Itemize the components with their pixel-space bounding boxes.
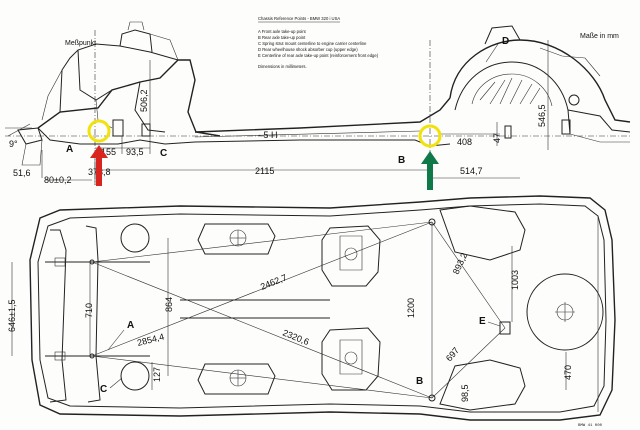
side-point-d: D: [502, 36, 509, 47]
dim-98: 98,5: [460, 384, 470, 402]
dim-155: 155: [101, 147, 116, 157]
dim-1200: 1200: [406, 298, 416, 318]
side-point-c: C: [160, 148, 167, 159]
dim-2115: 2115: [255, 166, 274, 176]
dim-864: 864: [164, 297, 174, 312]
dim-1003: 1003: [510, 270, 520, 290]
dim-646: 646±1,5: [7, 300, 17, 332]
side-point-a: A: [66, 144, 73, 155]
dim-546-5: 546,5: [537, 104, 547, 127]
legend-title: Chassis Reference Points - BMW 320 i USA: [258, 16, 340, 21]
green-arrow-icon: [421, 151, 439, 190]
legend-item-d: D Rear wheelhouse shock absorber cup (up…: [258, 47, 358, 52]
legend-item-a: A Front axle take-up point: [258, 29, 307, 34]
plan-point-e: E: [479, 316, 486, 327]
units-label: Maße in mm: [580, 33, 619, 40]
dim-514-7: 514,7: [460, 166, 483, 176]
dim-5h: - 5 H: [258, 130, 278, 140]
dim-2320: 2320,6: [281, 328, 310, 348]
dim-710: 710: [84, 303, 94, 318]
dim-2462: 2462,7: [259, 272, 288, 292]
plan-point-b: B: [416, 376, 423, 387]
legend-item-b: B Rear axle take-up point: [258, 35, 306, 40]
dim-51-6: 51,6: [13, 168, 31, 178]
legend-item-c: C Spring strut mount centerline to engin…: [258, 41, 367, 46]
plan-point-a: A: [127, 320, 134, 331]
side-point-b: B: [398, 155, 405, 166]
dim-47: 47: [492, 133, 502, 143]
highlight-circle-b: [418, 124, 442, 148]
dim-506-2: 506,2: [139, 89, 149, 112]
red-arrow-icon: [90, 145, 108, 186]
plan-view: 646±1,5 710 864 2854,4 2462,7 2320,6 127…: [7, 195, 616, 428]
legend: Chassis Reference Points - BMW 320 i USA…: [258, 16, 379, 69]
highlight-circle-a: [87, 119, 111, 143]
dim-470: 470: [563, 365, 573, 380]
messpunkt-label: Meßpunkt: [65, 40, 96, 47]
drawing-number: BMW 41 000: [578, 424, 603, 428]
dim-93-5: 93,5: [126, 147, 144, 157]
legend-note: Dimensions in millimeters.: [258, 64, 307, 69]
dim-127: 127: [152, 367, 162, 382]
dim-2854: 2854,4: [136, 332, 165, 348]
dim-408: 408: [457, 137, 472, 147]
dim-697: 697: [444, 345, 461, 363]
dim-angle: 9°: [9, 139, 18, 149]
dim-80: 80±0,2: [44, 175, 71, 185]
legend-item-e: E Centerline of rear axle take-up point …: [258, 53, 379, 58]
plan-point-c: C: [100, 384, 107, 395]
